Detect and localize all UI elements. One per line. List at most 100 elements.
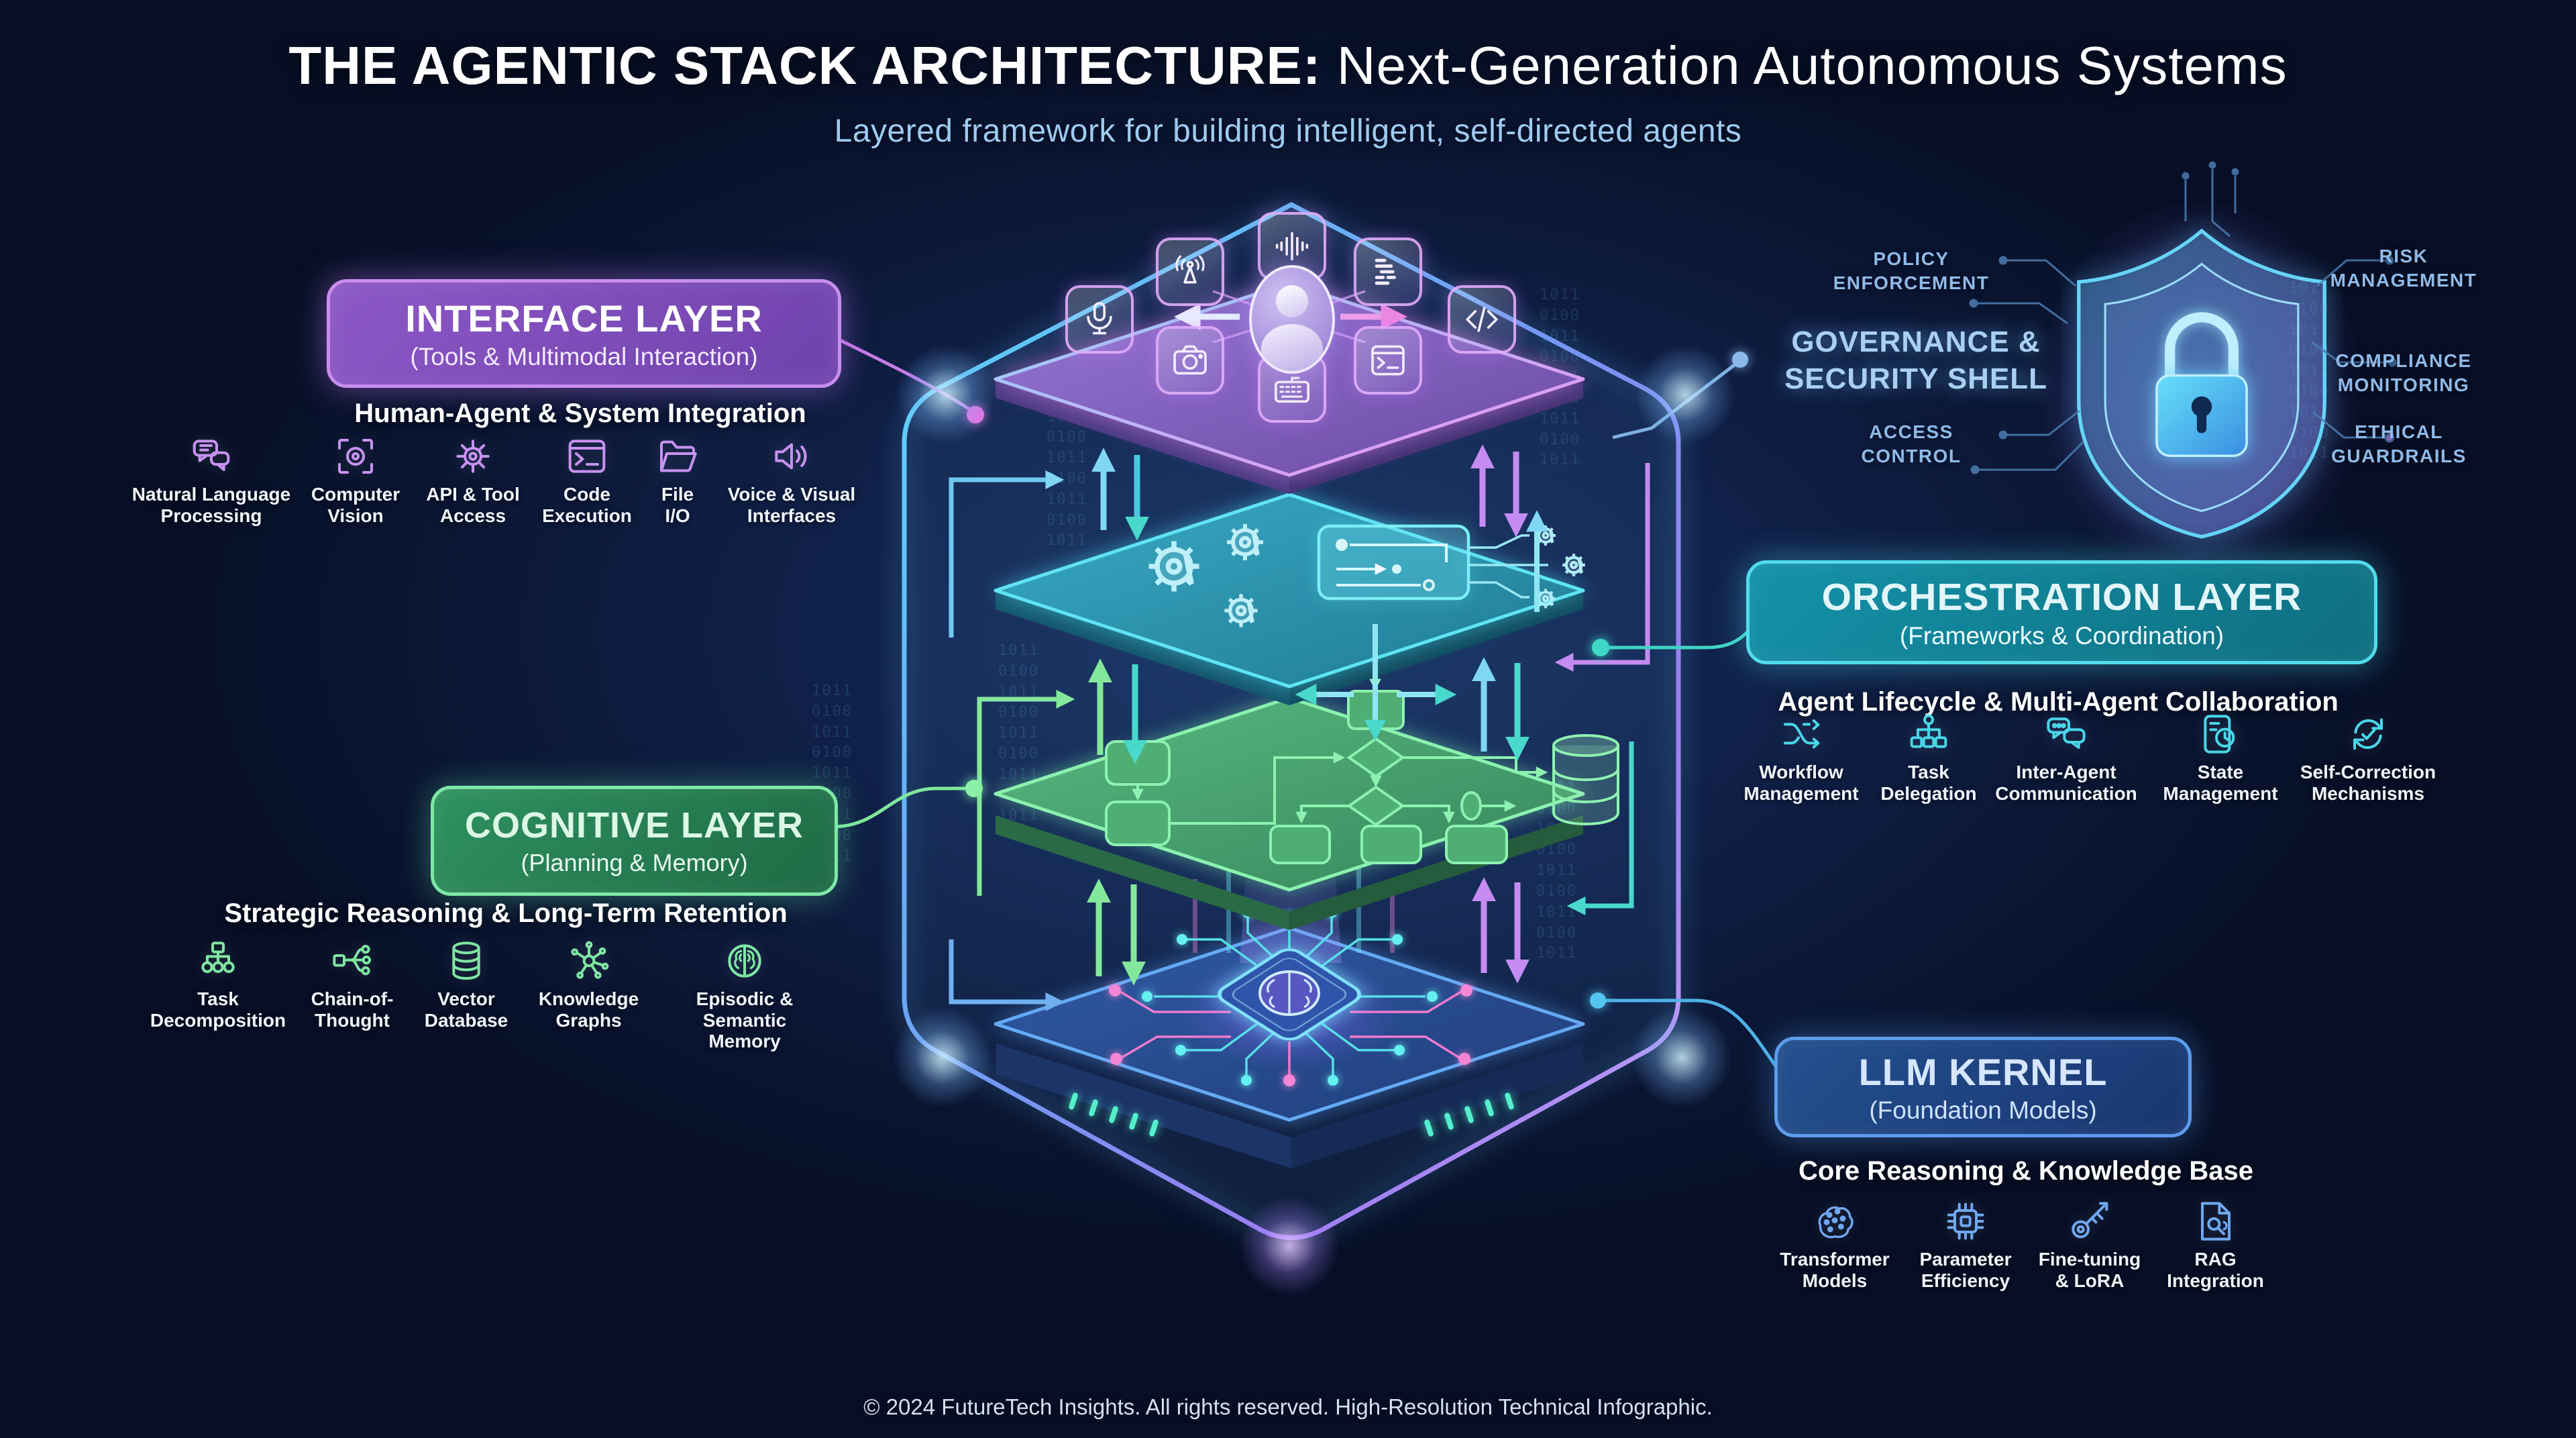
interface-tile-terminal-window-icon — [1354, 326, 1422, 395]
item-label: API & Tool Access — [426, 484, 520, 526]
cognitive-item-2: Vector Database — [409, 939, 523, 1031]
interface-item-5: Voice & Visual Interfaces — [724, 435, 859, 526]
copyright-footer: © 2024 FutureTech Insights. All rights r… — [863, 1394, 1713, 1419]
page-title: THE AGENTIC STACK ARCHITECTURE: Next-Gen… — [0, 35, 2576, 97]
side-rails — [949, 463, 1650, 1011]
interface-item-3: Code Execution — [530, 435, 644, 526]
gear-icon — [451, 435, 494, 478]
item-label: File I/O — [661, 484, 694, 526]
orchestration-tagline: Agent Lifecycle & Multi-Agent Collaborat… — [1778, 687, 2339, 717]
key-tuning-icon — [2068, 1200, 2111, 1243]
governance-title: GOVERNANCE & SECURITY SHELL — [1784, 325, 2048, 395]
page-title-regular: Next-Generation Autonomous Systems — [1321, 36, 2288, 95]
item-label: Inter-Agent Communication — [1995, 762, 2137, 804]
governance-label-policy: POLICY ENFORCEMENT — [1833, 248, 1990, 293]
item-label: Episodic & Semantic Memory — [696, 988, 794, 1052]
folder-icon — [656, 435, 699, 478]
orchestration-item-2: Inter-Agent Communication — [1982, 713, 2150, 804]
binary-rain-column: 1011 0100 1011 0100 1011 0100 1011 0100 … — [812, 682, 853, 864]
interface-tile-camera-icon — [1156, 326, 1224, 395]
pipeline-panel — [1295, 510, 1585, 741]
chat-bubbles-icon — [190, 435, 233, 478]
security-shield-icon — [2077, 228, 2326, 539]
interlayer-arrows — [1087, 444, 1529, 986]
item-label: Fine-tuning & LoRA — [2038, 1249, 2141, 1291]
item-label: State Management — [2163, 762, 2278, 804]
llm-item-1: Parameter Efficiency — [1902, 1200, 2029, 1291]
llm-box-subtitle: (Foundation Models) — [1869, 1096, 2097, 1124]
item-label: Computer Vision — [311, 484, 400, 526]
avatar-head — [1276, 285, 1308, 317]
llm-tagline: Core Reasoning & Knowledge Base — [1799, 1156, 2253, 1186]
interface-box-title: INTERFACE LAYER — [405, 297, 763, 340]
item-label: RAG Integration — [2167, 1249, 2264, 1291]
flowchart — [1105, 663, 1619, 864]
memory-database — [1552, 734, 1619, 826]
brain-memory-icon — [723, 939, 766, 982]
item-label: Knowledge Graphs — [538, 988, 639, 1031]
item-label: Task Decomposition — [150, 988, 286, 1031]
cognitive-tagline: Strategic Reasoning & Long-Term Retentio… — [224, 898, 788, 928]
orchestration-layer — [994, 493, 1585, 741]
computer-vision-icon — [334, 435, 377, 478]
interface-tile-microphone-icon — [1065, 285, 1134, 354]
orchestration-item-3: State Management — [2147, 713, 2294, 804]
cognitive-layer-box: COGNITIVE LAYER (Planning & Memory) — [431, 786, 838, 896]
interface-layer-box: INTERFACE LAYER (Tools & Multimodal Inte… — [327, 279, 841, 388]
governance-label-access: ACCESS CONTROL — [1861, 421, 1962, 466]
chip-icon — [1944, 1200, 1987, 1243]
orchestration-box-title: ORCHESTRATION LAYER — [1821, 575, 2302, 619]
orchestration-item-0: Workflow Management — [1724, 713, 1878, 804]
interface-tile-code-list-icon — [1354, 238, 1422, 306]
interface-tile-code-tag-icon — [1448, 285, 1516, 354]
item-label: Code Execution — [542, 484, 632, 526]
cognitive-item-0: Task Decomposition — [144, 939, 292, 1031]
orchestration-box-subtitle: (Frameworks & Coordination) — [1899, 621, 2224, 650]
item-label: Self-Correction Mechanisms — [2300, 762, 2436, 804]
cognitive-box-subtitle: (Planning & Memory) — [521, 849, 748, 876]
item-label: Voice & Visual Interfaces — [727, 484, 856, 526]
knowledge-graph-icon — [568, 939, 610, 982]
llm-box-title: LLM KERNEL — [1858, 1050, 2108, 1093]
item-label: Natural Language Processing — [131, 484, 291, 526]
page-title-bold: THE AGENTIC STACK ARCHITECTURE: — [288, 36, 1322, 95]
chain-branch-icon — [331, 939, 374, 982]
database-icon — [445, 939, 488, 982]
interface-item-4: File I/O — [634, 435, 721, 526]
governance-label-ethical: ETHICAL GUARDRAILS — [2331, 421, 2467, 466]
avatar-shoulders — [1261, 324, 1323, 371]
governance-label-risk: RISK MANAGEMENT — [2330, 246, 2477, 291]
status-tick-lights — [1069, 1092, 1514, 1137]
cognitive-item-1: Chain-of- Thought — [288, 939, 416, 1031]
interface-tagline: Human-Agent & System Integration — [354, 399, 806, 428]
workflow-icon — [1780, 713, 1823, 756]
interface-item-2: API & Tool Access — [409, 435, 537, 526]
interface-item-1: Computer Vision — [285, 435, 426, 526]
interface-tile-antenna-icon — [1156, 238, 1224, 306]
llm-kernel-box: LLM KERNEL (Foundation Models) — [1774, 1037, 2192, 1137]
orchestration-item-4: Self-Correction Mechanisms — [2294, 713, 2442, 804]
llm-item-3: RAG Integration — [2153, 1200, 2277, 1291]
item-label: Task Delegation — [1880, 762, 1977, 804]
hierarchy-icon — [1907, 713, 1950, 756]
cognitive-item-3: Knowledge Graphs — [530, 939, 647, 1031]
neural-brain-icon — [1813, 1200, 1856, 1243]
governance-label-compliance: COMPLIANCE MONITORING — [2335, 350, 2472, 395]
item-label: Transformer Models — [1780, 1249, 1890, 1291]
orchestration-layer-box: ORCHESTRATION LAYER (Frameworks & Coordi… — [1746, 560, 2377, 664]
speaker-icon — [770, 435, 813, 478]
item-label: Vector Database — [424, 988, 508, 1031]
page-subtitle: Layered framework for building intellige… — [834, 113, 1742, 149]
task-tree-icon — [197, 939, 239, 982]
stack-diagram — [902, 202, 1681, 1240]
inter-agent-chat-icon — [2045, 713, 2088, 756]
item-label: Workflow Management — [1743, 762, 1859, 804]
item-label: Parameter Efficiency — [1919, 1249, 2012, 1291]
state-clock-icon — [2199, 713, 2242, 756]
llm-item-0: Transformer Models — [1771, 1200, 1898, 1291]
orchestration-item-1: Task Delegation — [1862, 713, 1996, 804]
llm-item-2: Fine-tuning & LoRA — [2026, 1200, 2153, 1291]
item-label: Chain-of- Thought — [311, 988, 394, 1031]
interface-item-0: Natural Language Processing — [127, 435, 295, 526]
terminal-icon — [566, 435, 608, 478]
